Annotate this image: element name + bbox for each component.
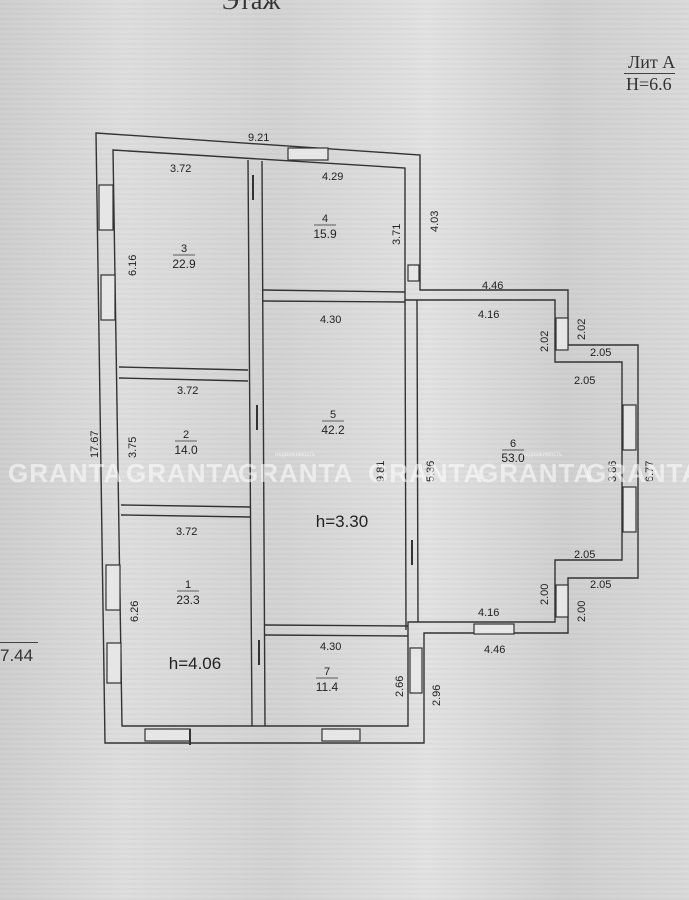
room-number: 3: [181, 243, 187, 255]
watermark-5: GRANTA: [478, 458, 594, 488]
window-bay-bottom: [555, 584, 569, 618]
room-7: 7 11.4: [316, 666, 339, 694]
room-5: 5 42.2 h=3.30: [316, 409, 368, 531]
partition-r4-r5: [261, 289, 406, 293]
window-r6-bottom: [473, 623, 515, 635]
window-bottom-1: [144, 728, 191, 742]
room-area: 14.0: [174, 443, 198, 457]
room-2: 2 14.0: [174, 429, 198, 457]
window-top: [287, 147, 329, 161]
window-bottom-2: [321, 728, 361, 742]
dim-bay-bottom-a: 2.00: [539, 584, 551, 605]
window-bay-top: [555, 317, 569, 351]
window-left-4: [106, 642, 122, 684]
room-area: 42.2: [321, 423, 345, 437]
inner-wall: [112, 149, 623, 727]
dim-r7-height: 2.66: [394, 676, 406, 697]
room-height: h=4.06: [169, 654, 221, 673]
partition-r4-r5-b: [261, 300, 406, 303]
watermark-small-1: недвижимость: [275, 452, 316, 458]
watermark-small-2: недвижимость: [522, 452, 563, 458]
dim-left-total: 17.67: [89, 430, 101, 458]
dim-bay-top-d: 2.05: [574, 375, 595, 387]
partition-r3-r2: [118, 366, 249, 371]
window-left-3: [105, 564, 121, 611]
height-label: Н=6.6: [626, 74, 672, 94]
window-left-2: [100, 274, 116, 321]
room-3: 3 22.9: [172, 243, 196, 271]
watermark-1: GRANTA: [8, 458, 124, 488]
window-bay-side-2: [622, 486, 637, 533]
partition-left: [247, 159, 253, 727]
dim-bay-side-outer: 6.77: [644, 461, 656, 482]
dim-r6-top-inner: 4.16: [478, 309, 499, 321]
partition-r5-r7-b: [264, 634, 409, 637]
dim-bay-bottom-d: 2.05: [590, 579, 611, 591]
room-number: 7: [324, 666, 330, 678]
dim-r3-height: 6.16: [127, 255, 139, 276]
dim-r6-bottom-inner: 4.16: [478, 607, 499, 619]
room-area: 15.9: [313, 227, 337, 241]
room-area: 23.3: [176, 593, 200, 607]
dim-r6-bottom-outer: 4.46: [484, 644, 505, 656]
watermark-2: GRANTA: [126, 458, 242, 488]
room-4: 4 15.9: [313, 213, 337, 241]
side-value: 7.44: [0, 646, 34, 665]
window-bay-side-1: [622, 404, 637, 451]
room-6: 6 53.0: [501, 438, 525, 465]
room-height: h=3.30: [316, 512, 368, 531]
room-number: 5: [330, 409, 336, 421]
dim-r4-width: 4.29: [322, 171, 343, 183]
dim-r7-outer: 2.96: [431, 685, 443, 706]
outer-wall: [95, 132, 639, 744]
dim-r5-height: 9.81: [375, 461, 387, 482]
partition-r2-r1: [120, 504, 251, 508]
lit-block: Лит А Н=6.6: [624, 52, 676, 94]
dim-r4-height: 3.71: [391, 224, 403, 245]
dim-bay-bottom-c: 2.05: [574, 549, 595, 561]
dim-bay-side-inner: 3.86: [607, 461, 619, 482]
room-area: 53.0: [501, 451, 525, 465]
room-number: 2: [183, 429, 189, 441]
dim-bay-top-a: 2.02: [539, 331, 551, 352]
room-number: 1: [185, 579, 191, 591]
dim-bay-bottom-b: 2.00: [576, 601, 588, 622]
floor-title: Этаж: [222, 0, 281, 15]
lit-label: Лит А: [624, 52, 676, 74]
partition-r5-r6: [404, 299, 407, 631]
watermark-3: GRANTA: [238, 458, 354, 488]
vent-r4: [407, 264, 420, 282]
room-number: 4: [322, 213, 328, 225]
partition-r2-r1-b: [120, 514, 251, 518]
partition-left-b: [261, 160, 266, 727]
dim-r1-height: 6.26: [129, 601, 141, 622]
window-r7-right: [409, 647, 423, 694]
dim-r4-outer: 4.03: [429, 211, 441, 232]
dim-r1-width: 3.72: [176, 526, 197, 538]
dim-r7-width: 4.30: [320, 641, 341, 653]
dim-top-total: 9.21: [248, 132, 269, 144]
dim-r5-height2: 5.36: [425, 461, 437, 482]
side-line: [0, 642, 38, 643]
partition-r3-r2-b: [118, 377, 249, 382]
dim-bay-top-c: 2.05: [590, 347, 611, 359]
watermark-4: GRANTA: [368, 458, 484, 488]
dim-r3-width: 3.72: [170, 163, 191, 175]
dim-bay-top-b: 2.02: [576, 319, 588, 340]
dim-r5-width: 4.30: [320, 314, 341, 326]
room-area: 22.9: [172, 257, 196, 271]
watermark-6: GRANTA: [586, 458, 689, 488]
room-area: 11.4: [316, 680, 339, 694]
dim-r6-top-outer: 4.46: [482, 280, 503, 292]
window-left-1: [98, 184, 114, 231]
dim-r2-width: 3.72: [177, 385, 198, 397]
partition-r5-r6-b: [416, 299, 419, 623]
dim-r2-height: 3.75: [127, 437, 139, 458]
partition-r5-r7: [264, 624, 409, 627]
room-number: 6: [510, 438, 516, 450]
room-1: 1 23.3 h=4.06: [169, 579, 221, 673]
